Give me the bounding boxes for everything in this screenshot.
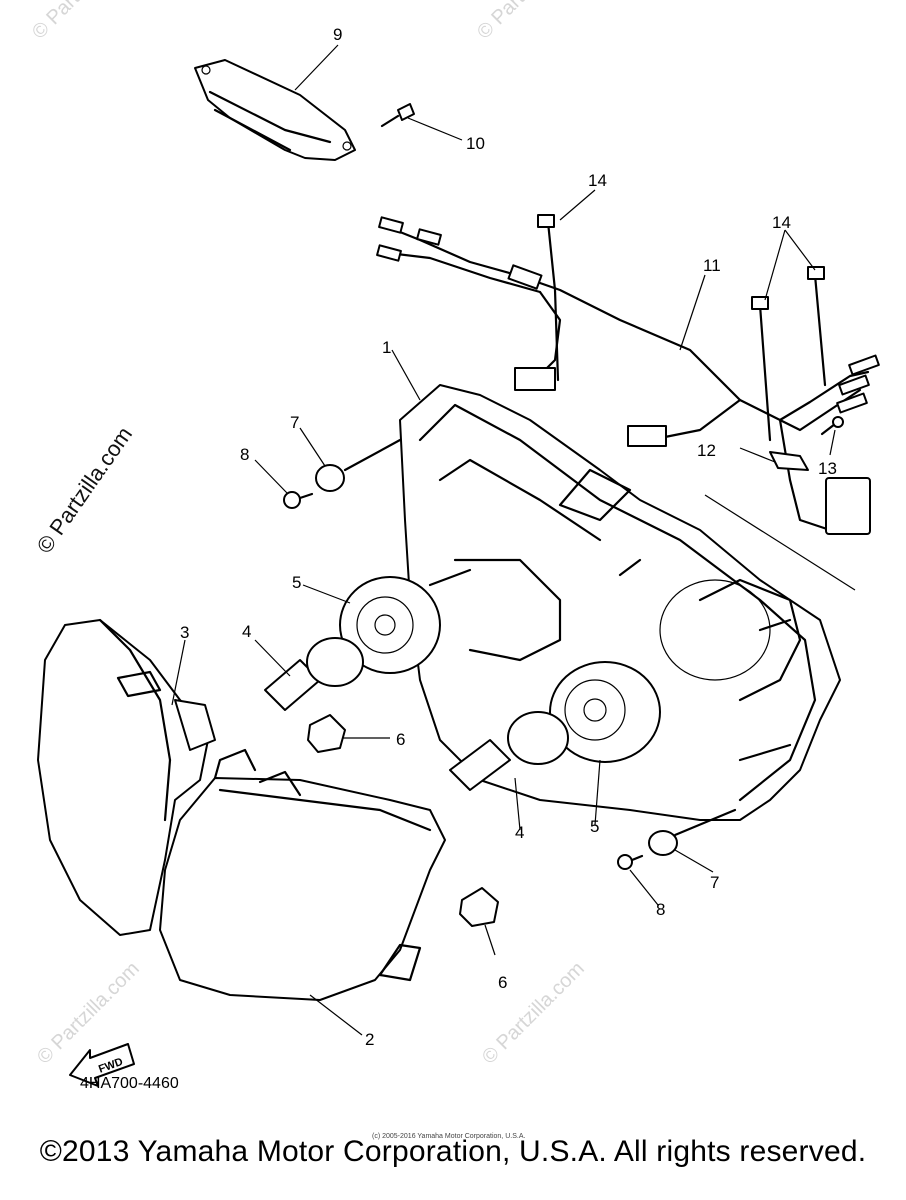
callout-5-lower: 5 (590, 817, 599, 836)
bulb-part-4-upper (264, 637, 364, 711)
clamp-part-12 (769, 451, 809, 471)
lens-part-2 (159, 748, 446, 1001)
callout-8-lower: 8 (656, 900, 665, 919)
callout-7-upper: 7 (290, 413, 299, 432)
clip-parts-14 (537, 214, 827, 442)
callout-6-lower: 6 (498, 973, 507, 992)
callout-8-upper: 8 (240, 445, 249, 464)
screw-part-8-upper (283, 491, 314, 509)
screw-part-10 (380, 103, 415, 128)
mount-part-6-lower (459, 887, 499, 927)
callout-6-upper: 6 (396, 730, 405, 749)
grommet-part-7-upper (315, 438, 402, 492)
socket-part-5-lower (549, 661, 661, 763)
grommet-part-7-lower (648, 808, 737, 856)
callout-14-top: 14 (588, 171, 607, 190)
callout-4-lower: 4 (515, 823, 524, 842)
bulb-part-4-lower (449, 711, 569, 791)
callout-2: 2 (365, 1030, 374, 1049)
watermark-top-center: © Partzilla.com (473, 0, 584, 44)
callout-7-lower: 7 (710, 873, 719, 892)
callout-9: 9 (333, 25, 342, 44)
callout-12: 12 (697, 441, 716, 460)
screw-part-13 (820, 416, 844, 436)
callout-3: 3 (180, 623, 189, 642)
copyright-notice: ©2013 Yamaha Motor Corporation, U.S.A. A… (39, 1135, 867, 1168)
tiny-credit: (c) 2005-2016 Yamaha Motor Corporation, … (372, 1133, 526, 1140)
part-code: 4HA700-4460 (80, 1075, 179, 1092)
fwd-arrow-icon: FWD (69, 1043, 135, 1087)
lens-part-3 (37, 618, 216, 936)
callout-10: 10 (466, 134, 485, 153)
callout-13: 13 (818, 459, 837, 478)
leader-lines (171, 44, 856, 1036)
watermark-top-left: © Partzilla.com (28, 0, 139, 44)
callout-5-upper: 5 (292, 573, 301, 592)
mount-part-6-upper (307, 714, 346, 753)
callout-4-upper: 4 (242, 622, 251, 641)
callout-11: 11 (703, 256, 721, 275)
wire-harness-part-11 (376, 216, 880, 535)
callout-1: 1 (382, 338, 391, 357)
lamp-part-9 (194, 59, 356, 161)
socket-part-5-upper (339, 568, 472, 674)
watermark-bottom-center: © Partzilla.com (478, 958, 589, 1069)
callout-labels: 9 10 14 14 11 1 7 8 12 13 5 3 4 6 4 5 7 … (180, 25, 837, 1049)
screw-part-8-lower (617, 854, 644, 870)
headlight-housing-part-1 (399, 384, 841, 821)
callout-14-right: 14 (772, 213, 791, 232)
watermark-partzilla: © Partzilla.com (32, 422, 138, 558)
